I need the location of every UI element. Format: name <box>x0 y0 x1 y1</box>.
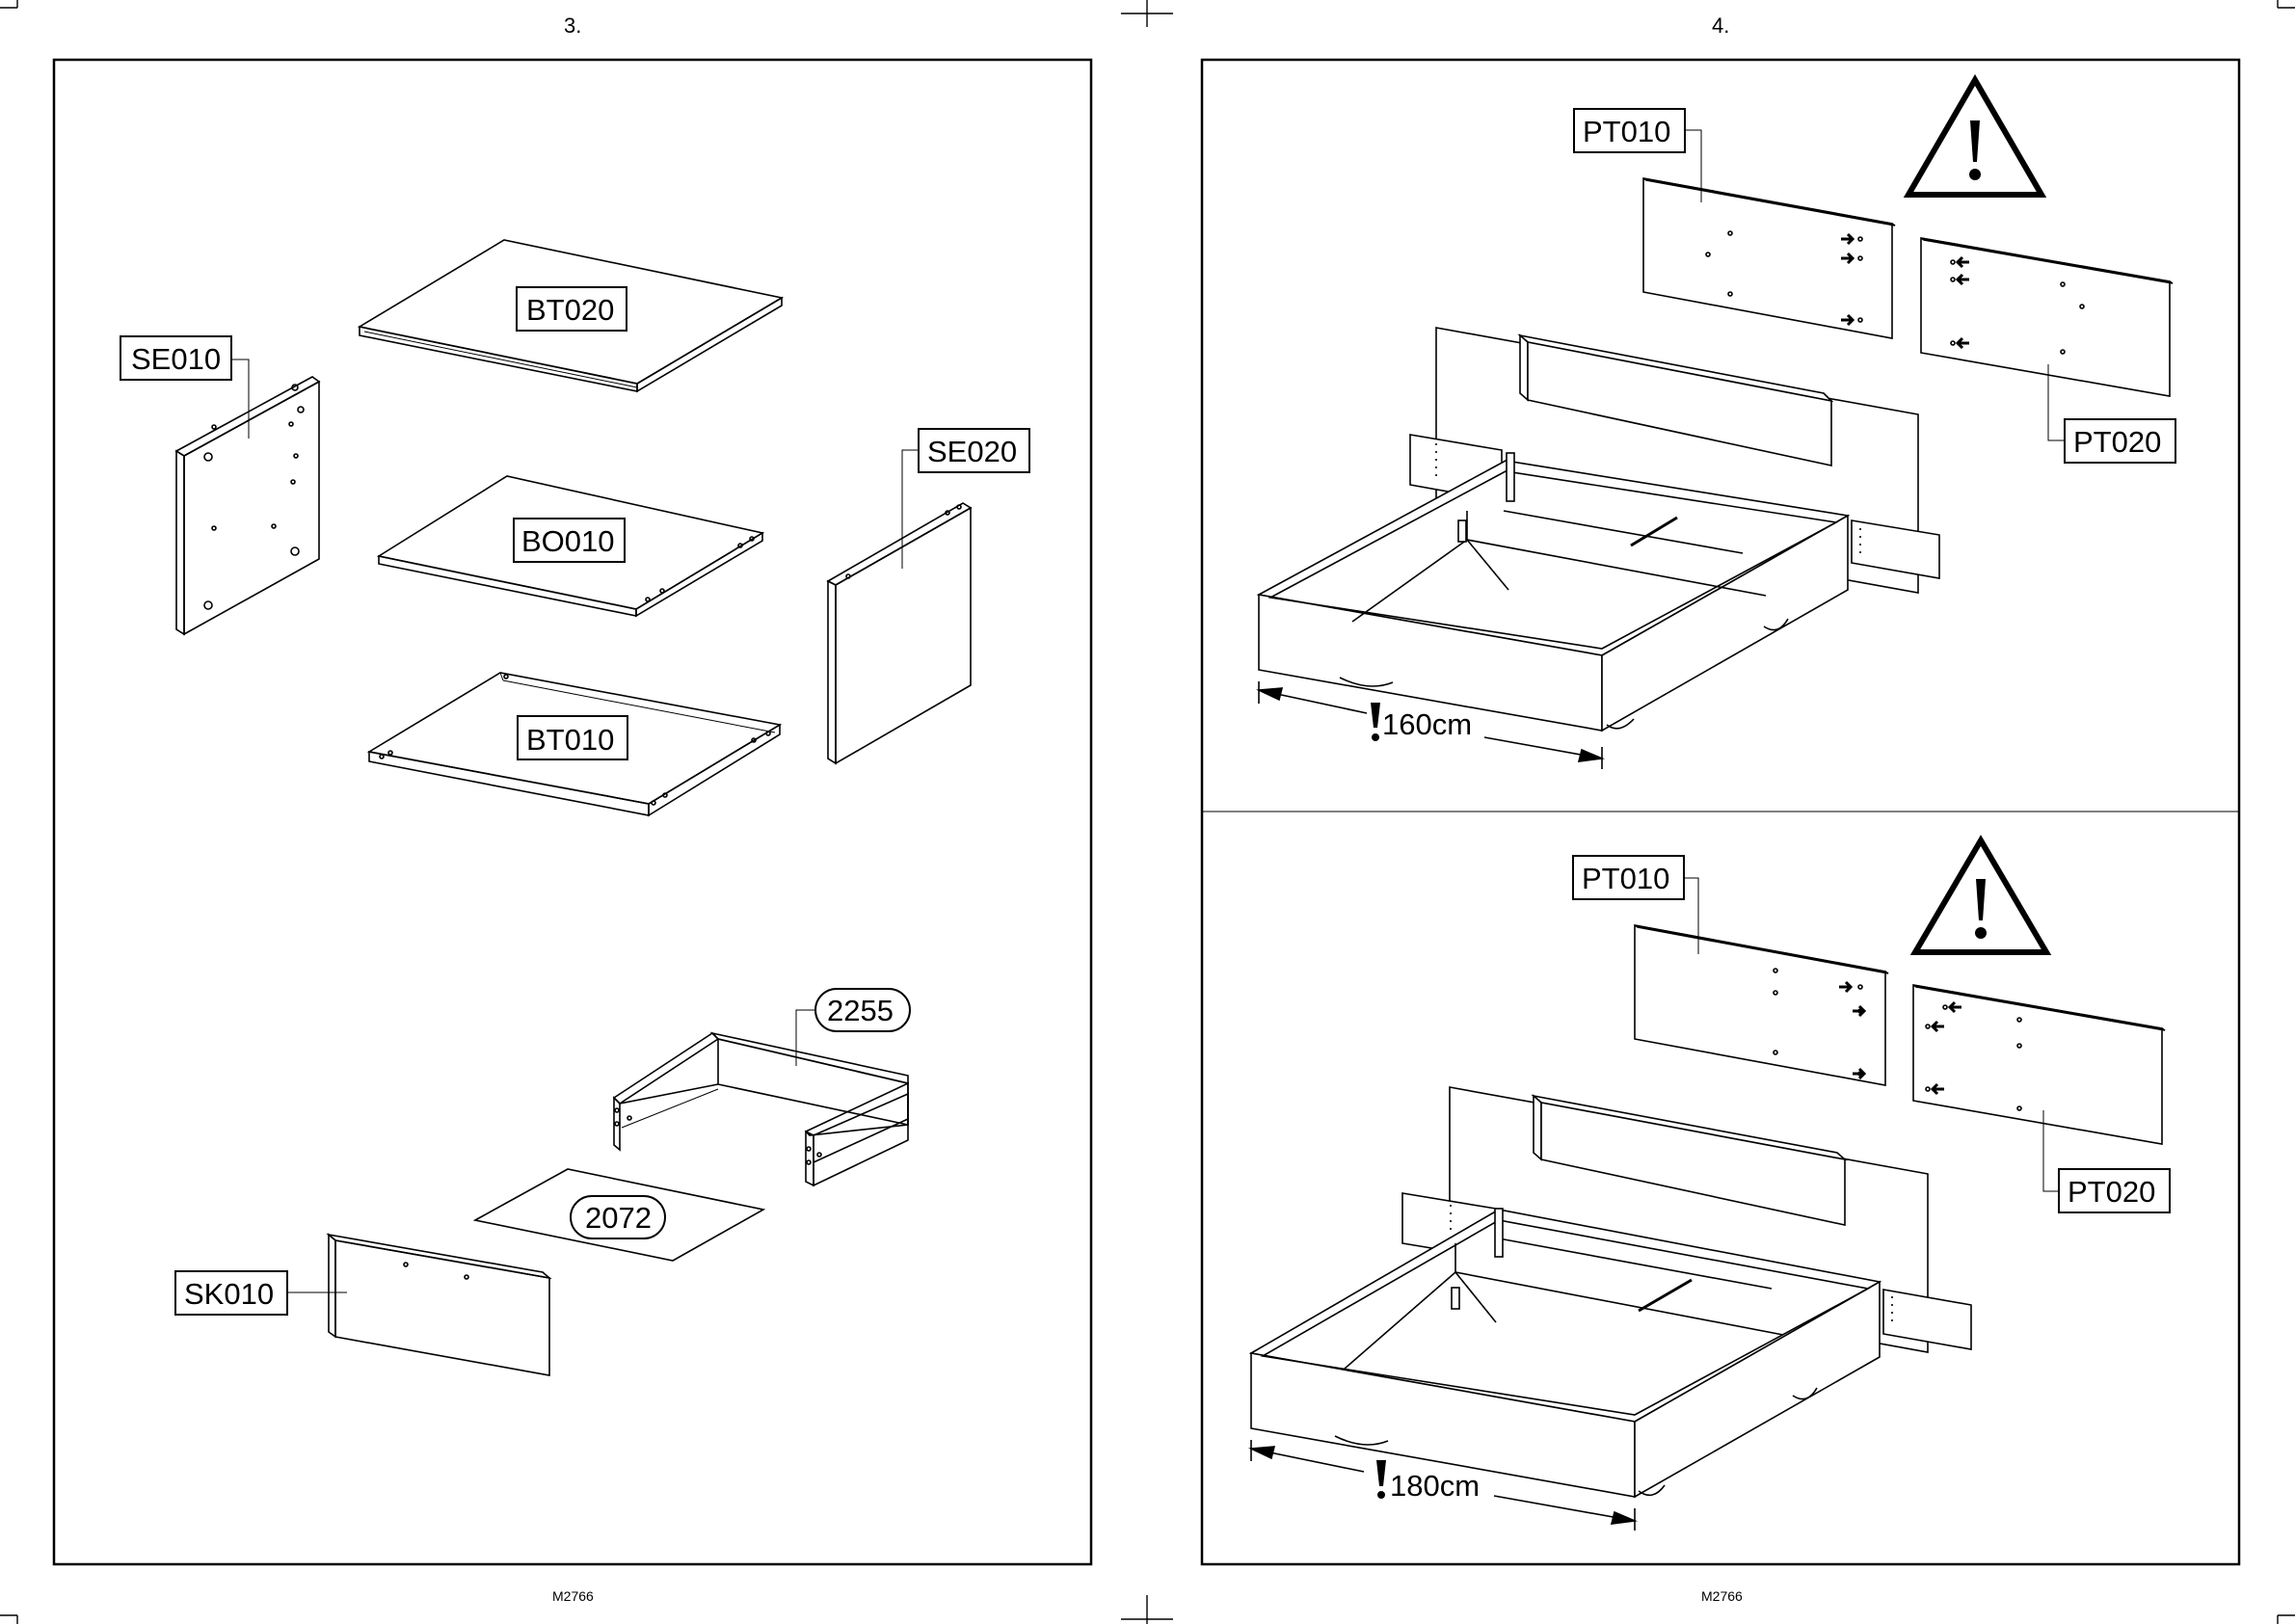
label-2255: 2255 <box>827 994 894 1027</box>
bottom-bed-drawing <box>1251 1087 1971 1497</box>
label-bt020: BT020 <box>526 293 614 327</box>
label-se020: SE020 <box>927 435 1017 468</box>
part-sk010-drawing <box>329 1235 549 1375</box>
top-pt020-drawing <box>1921 238 2173 396</box>
label-bt010: BT010 <box>526 723 614 757</box>
bottom-pt020-drawing <box>1913 985 2165 1144</box>
bottom-pt010-drawing <box>1635 925 1888 1085</box>
bottom-dimension: 180cm <box>1390 1469 1480 1503</box>
part-se010-drawing <box>176 377 319 634</box>
left-page-frame <box>54 60 1091 1564</box>
leader-se020 <box>902 450 919 569</box>
top-bed-drawing <box>1259 328 1939 731</box>
warning-triangle-icon <box>1908 80 2041 195</box>
warning-triangle-icon <box>1915 840 2046 952</box>
bottom-label-pt010: PT010 <box>1582 862 1669 895</box>
label-se010: SE010 <box>131 342 221 376</box>
label-2072: 2072 <box>585 1201 652 1235</box>
top-dimension: 160cm <box>1382 707 1472 741</box>
top-pt010-drawing <box>1643 178 1895 338</box>
part-2255-drawing <box>614 1033 908 1185</box>
leader-se010 <box>231 359 249 439</box>
label-bo010: BO010 <box>521 524 615 558</box>
label-sk010: SK010 <box>184 1277 274 1311</box>
part-se020-drawing <box>828 503 971 763</box>
top-label-pt010: PT010 <box>1583 115 1670 148</box>
top-label-pt020: PT020 <box>2073 425 2161 459</box>
bottom-label-pt020: PT020 <box>2068 1175 2155 1209</box>
